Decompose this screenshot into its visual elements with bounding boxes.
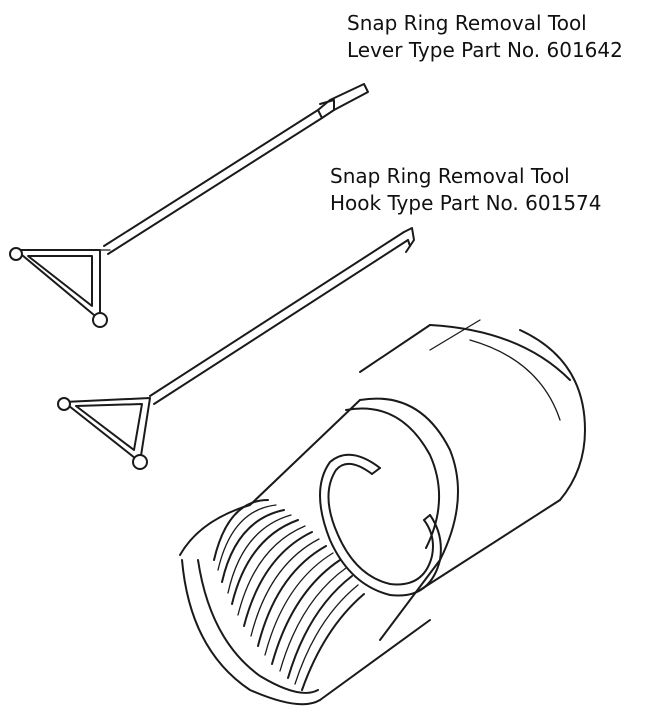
hook-type-tool-illustration [57,227,415,470]
lever-tool-name: Snap Ring Removal Tool [347,11,587,35]
lever-tool-shaft [103,109,323,255]
bore-housing-illustration [179,319,586,706]
lever-tool-tip [317,83,369,119]
housing-threads [213,499,365,691]
housing-cylinder [359,319,586,591]
lever-type-tool-illustration [9,83,369,328]
hook-tool-shaft [149,231,409,405]
hook-tool-label: Snap Ring Removal Tool Hook Type Part No… [330,163,602,217]
lever-tool-part-number: Lever Type Part No. 601642 [347,38,623,62]
lever-tool-label: Snap Ring Removal Tool Lever Type Part N… [347,10,623,64]
hook-tool-hook-tip [403,227,415,253]
lever-tool-handle [9,247,111,328]
housing-front-face [179,397,459,706]
hook-tool-handle [57,397,151,470]
hook-tool-part-number: Hook Type Part No. 601574 [330,191,602,215]
hook-tool-name: Snap Ring Removal Tool [330,164,570,188]
snap-ring [319,453,442,597]
